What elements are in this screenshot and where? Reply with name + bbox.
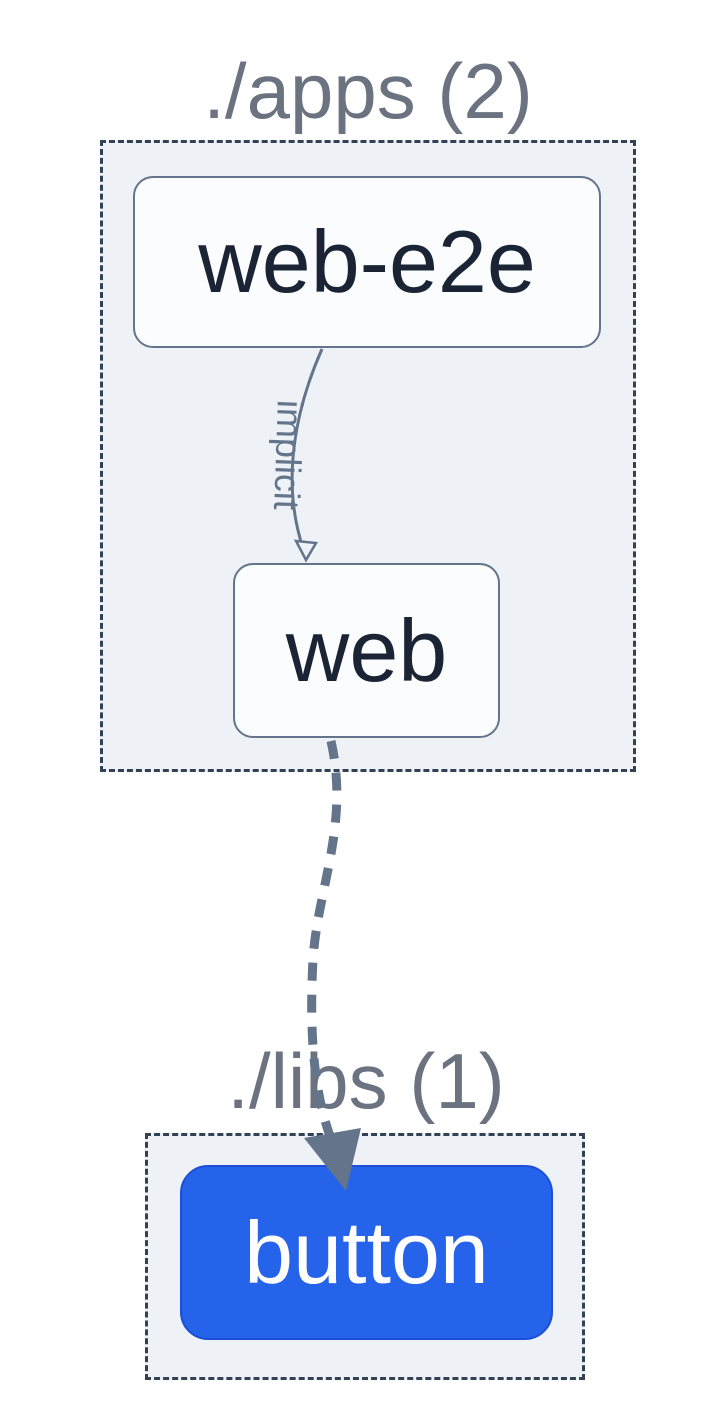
edge-web-e2e-to-web[interactable] [290,348,324,549]
node-button[interactable]: button [180,1165,553,1340]
edge-label-implicit: implicit [266,399,311,511]
edge-web-to-button[interactable] [307,740,342,1138]
cluster-label-apps: ./apps (2) [203,47,533,135]
node-web-e2e[interactable]: web-e2e [133,176,601,348]
cluster-label-libs: ./libs (1) [227,1037,505,1125]
node-web[interactable]: web [233,563,500,738]
node-web-label: web [285,600,448,700]
node-button-label: button [244,1202,489,1302]
node-web-e2e-label: web-e2e [198,212,536,311]
